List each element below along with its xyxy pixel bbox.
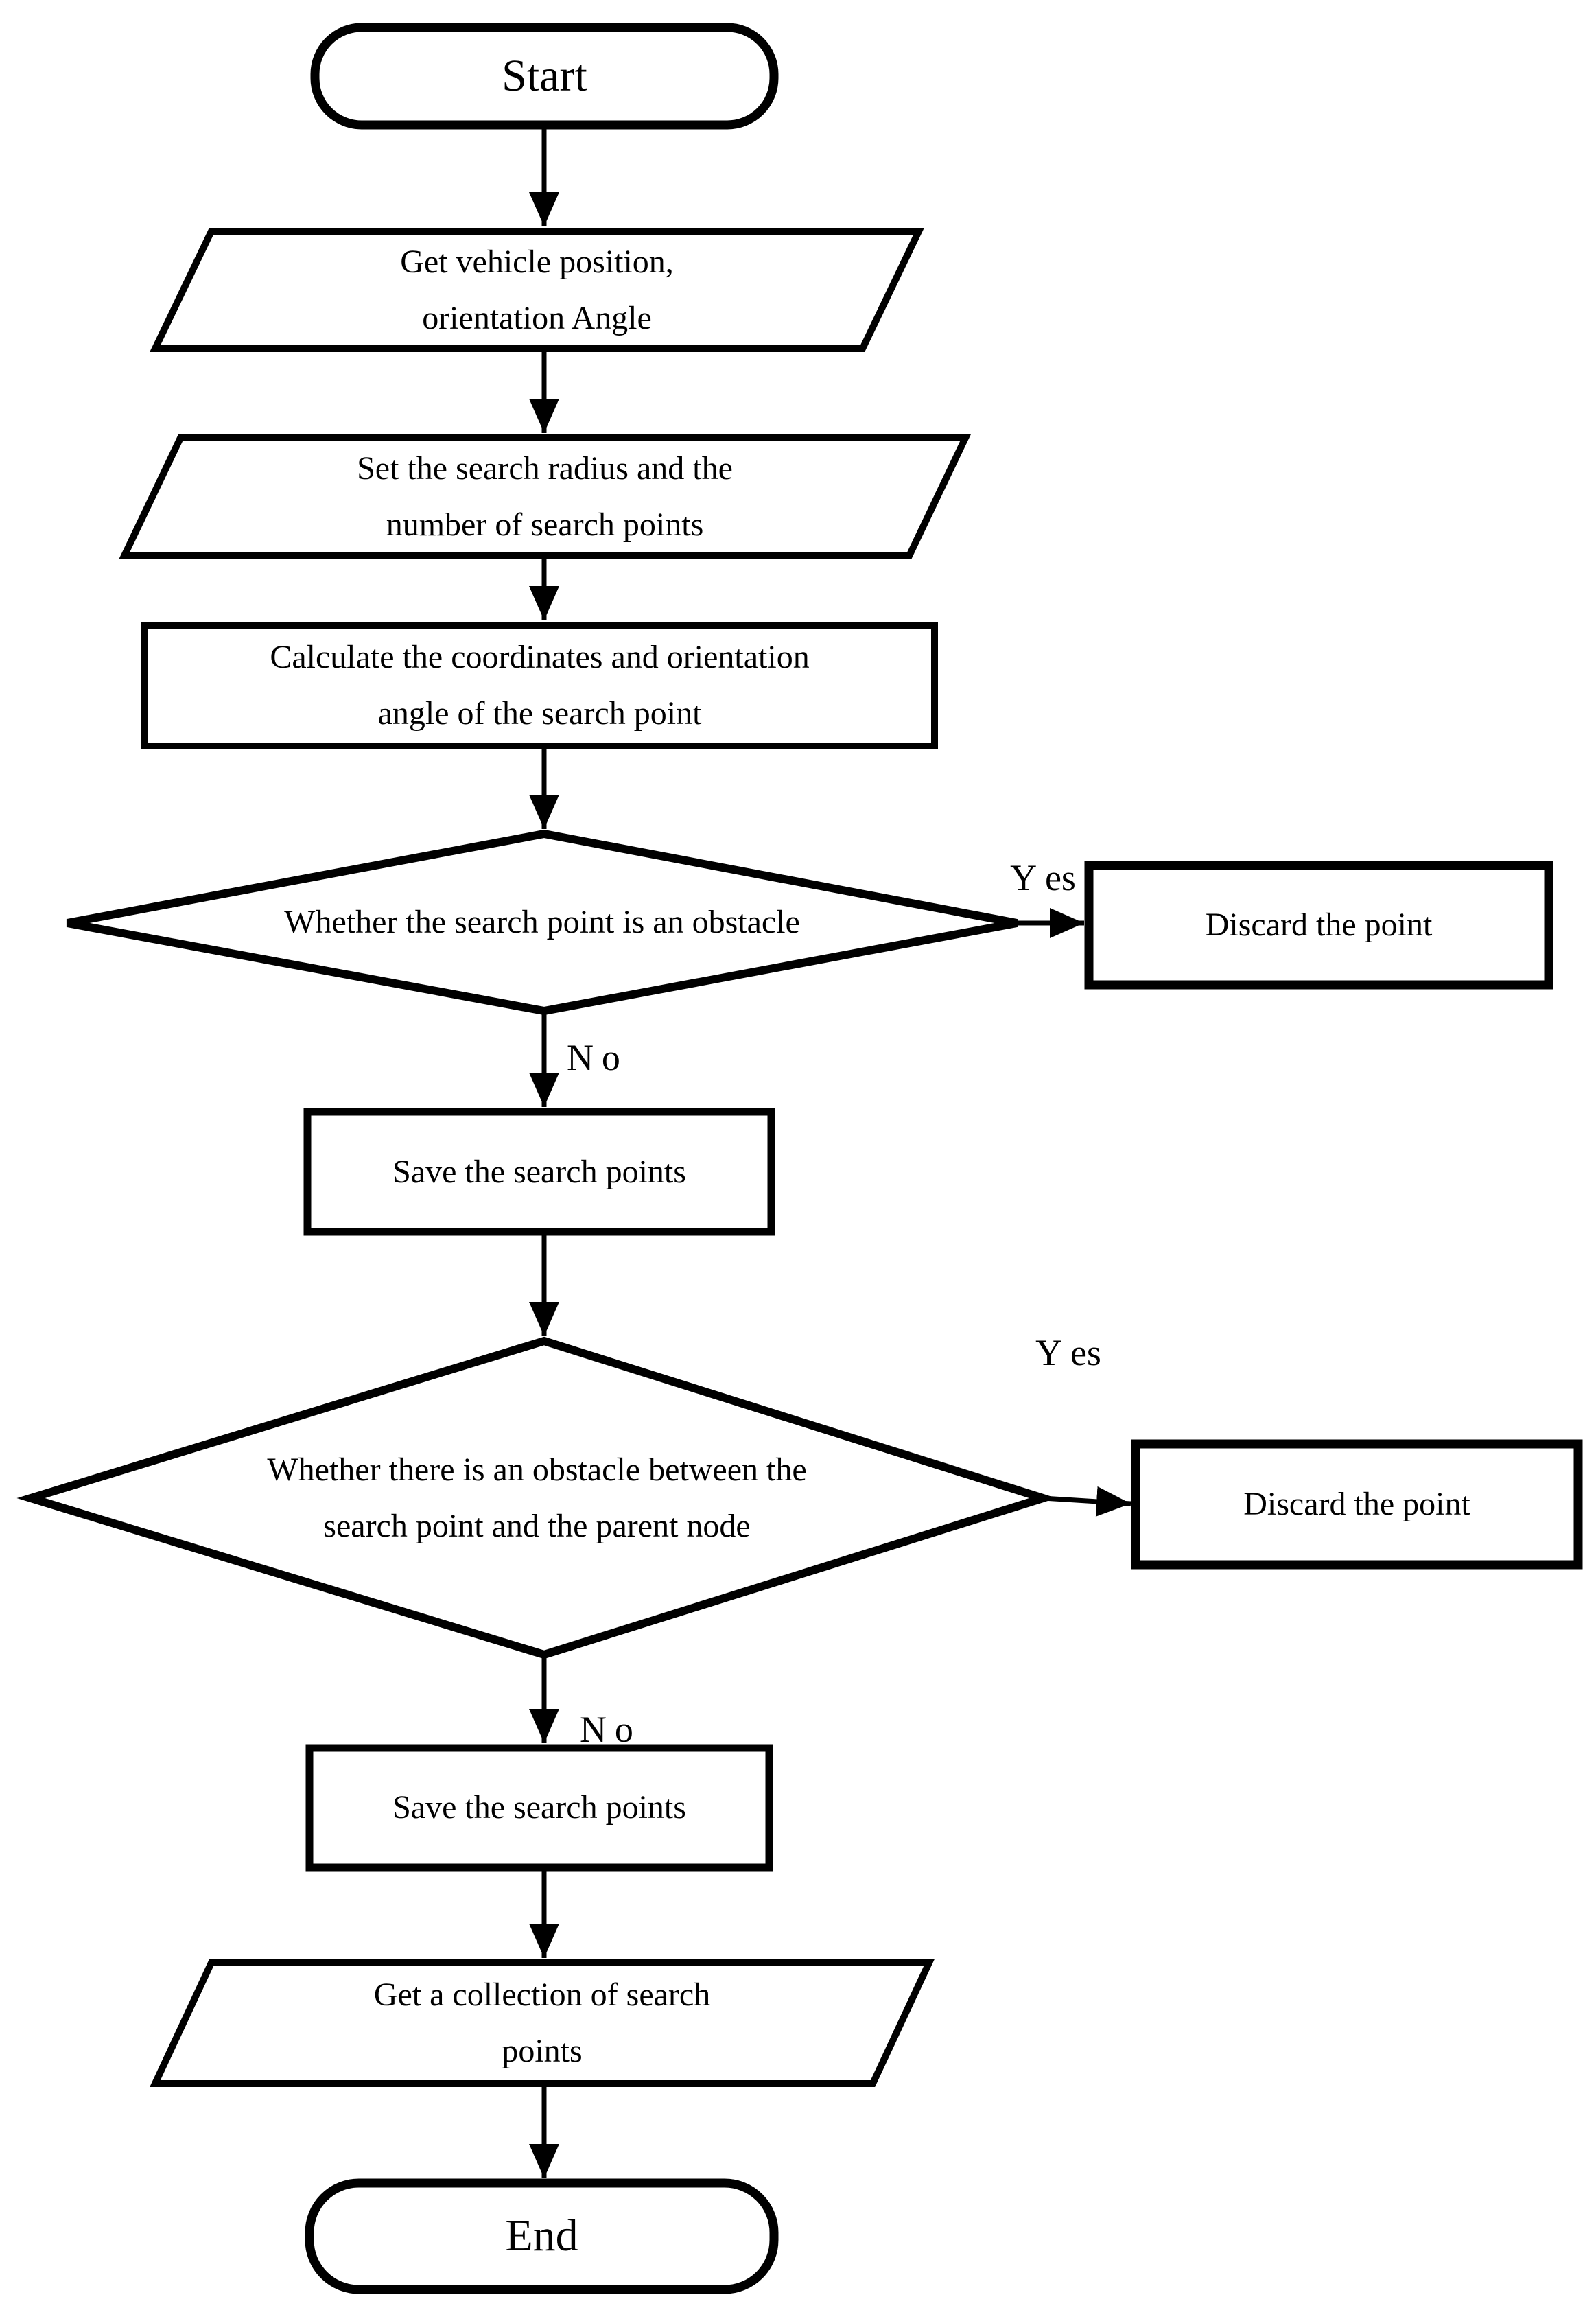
no-2-edge-label: No	[580, 1709, 633, 1750]
discard-2-process-shape	[1131, 1439, 1583, 1570]
end-terminator-shape	[305, 2178, 779, 2294]
obstacle-between-decision-shape	[16, 1336, 1057, 1659]
yes-2-edge-label: Yes	[1035, 1332, 1101, 1373]
get-collection-parallelogram-shape	[150, 1959, 935, 2087]
set-radius-label: Set the search radius and the number of …	[357, 450, 733, 543]
save-2-label: Save the search points	[392, 1789, 686, 1826]
get-collection-label: Get a collection of search points	[373, 1977, 711, 2069]
yes-1-edge-label: Yes	[1010, 857, 1076, 898]
get-vehicle-parallelogram-shape	[150, 228, 924, 352]
start-terminator-shape	[310, 23, 779, 130]
set-radius-parallelogram-shape	[119, 434, 971, 559]
calculate-label: Calculate the coordinates and orientatio…	[270, 639, 810, 732]
flow-shapes	[16, 23, 1583, 2294]
get-vehicle-label: Get vehicle position, orientation Angle	[400, 243, 674, 336]
arrow-yes-to-discard-2	[1042, 1486, 1131, 1517]
obstacle-between-label: Whether there is an obstacle between the…	[267, 1451, 807, 1544]
no-1-edge-label: No	[567, 1037, 620, 1078]
save-1-label: Save the search points	[392, 1153, 686, 1190]
discard-1-process-shape	[1084, 861, 1553, 990]
discard-2-label: Discard the point	[1243, 1486, 1470, 1523]
save-1-process-shape	[303, 1108, 775, 1236]
end-label: End	[505, 2211, 578, 2261]
calculate-process-shape	[141, 622, 938, 749]
discard-1-label: Discard the point	[1205, 907, 1433, 944]
flow-arrows	[529, 125, 1131, 2178]
save-2-process-shape	[305, 1744, 773, 1872]
start-label: Start	[502, 50, 587, 101]
is-obstacle-decision-shape	[66, 829, 1018, 1016]
is-obstacle-label: Whether the search point is an obstacle	[284, 904, 800, 941]
